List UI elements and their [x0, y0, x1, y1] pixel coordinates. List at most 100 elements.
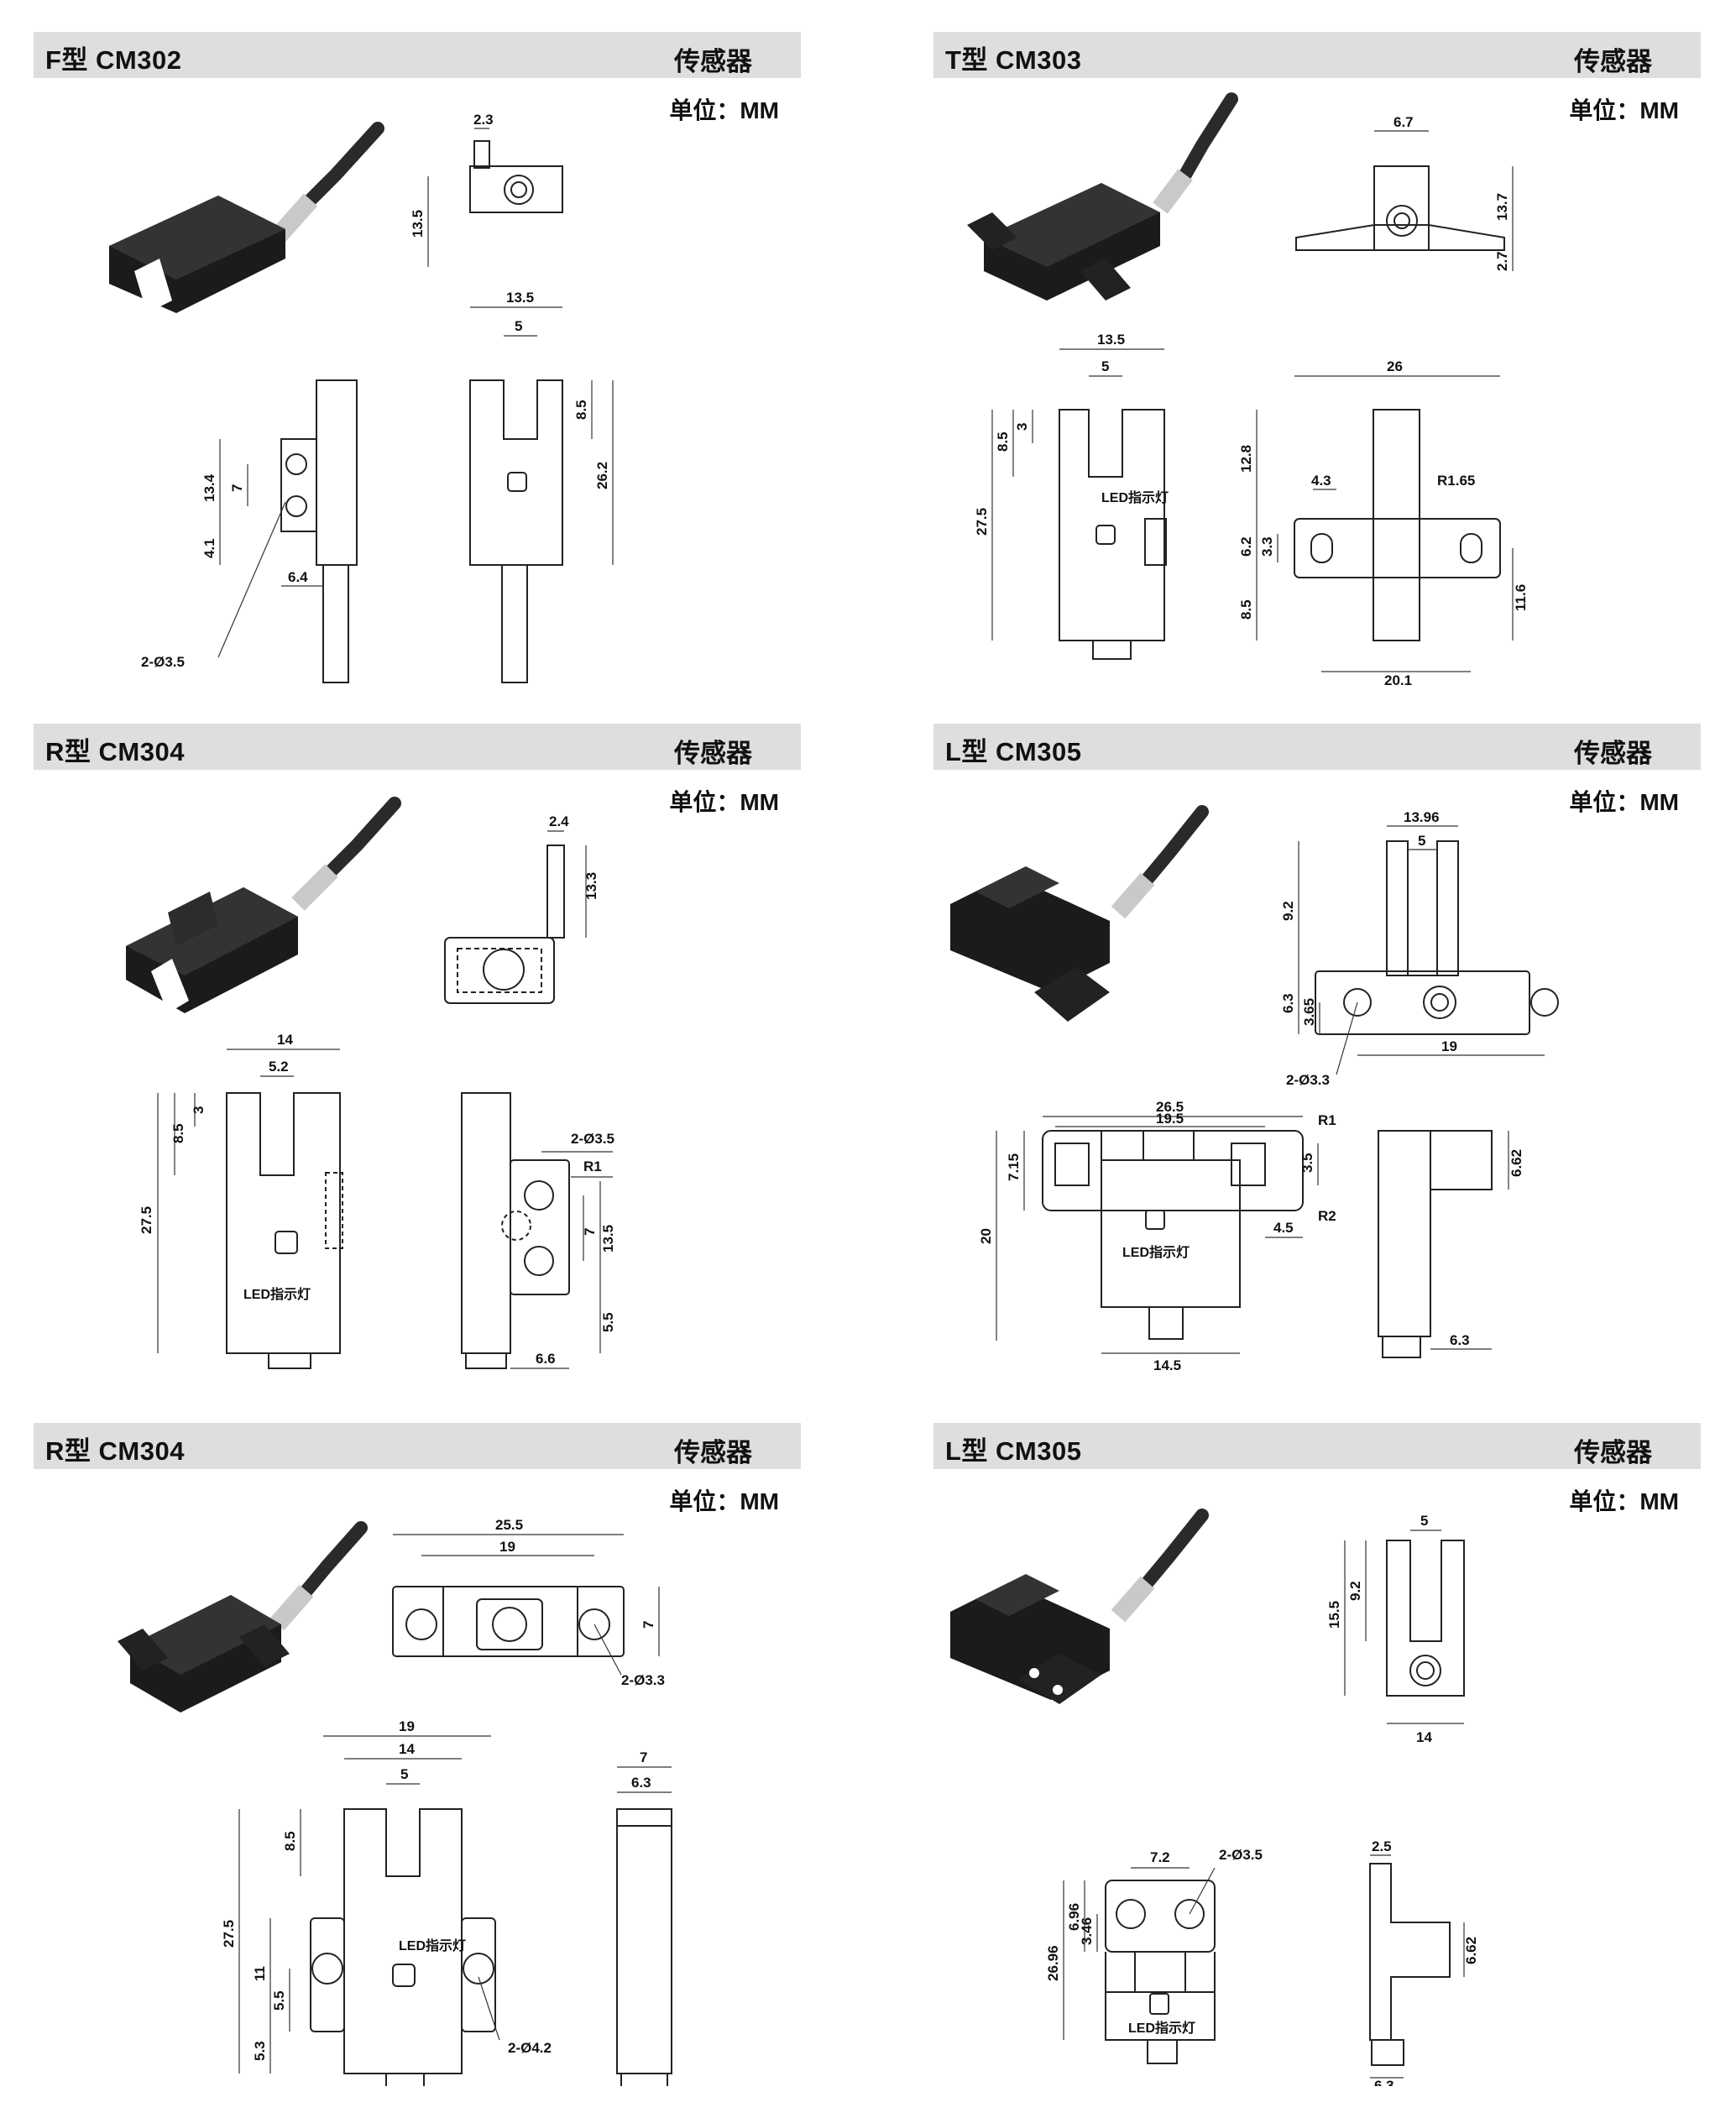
dim-label: 3.5	[1299, 1153, 1315, 1173]
dimension-labels: 6.7 13.7 2.7 13.5 5 8.5 3 27.5 26 12.8 4…	[974, 114, 1529, 688]
dim-label: 8.5	[1238, 599, 1254, 620]
panel-header: L型 CM305 传感器	[933, 724, 1701, 770]
dim-label: 5.3	[252, 2041, 268, 2061]
sensor-drawing: 6.7 13.7 2.7 13.5 5 8.5 3 27.5 26 12.8 4…	[967, 92, 1529, 688]
front-view	[469, 379, 563, 683]
dim-label: 13.3	[583, 872, 599, 900]
front-view	[226, 1092, 343, 1369]
dim-label: 6.7	[1394, 114, 1414, 130]
dim-label: 2-Ø4.2	[508, 2040, 552, 2056]
dim-label: 27.5	[974, 508, 990, 536]
dim-label: 6.62	[1463, 1937, 1479, 1964]
dim-label: 11	[252, 1966, 268, 1981]
dim-label: 14	[1416, 1729, 1432, 1745]
dim-label: 15.5	[1326, 1601, 1342, 1629]
panel-t-cm303: T型 CM303 传感器 单位：MM	[933, 32, 1701, 695]
led-label: LED指示灯	[1101, 489, 1169, 505]
dimension-labels: 2.4 13.3 14 5.2 8.5 3 27.5 2-Ø3.5 R1 7 1…	[139, 813, 616, 1367]
dim-label: 13.4	[201, 473, 217, 502]
front-view	[310, 1808, 496, 2086]
sensor-drawing: 2.4 13.3 14 5.2 8.5 3 27.5 2-Ø3.5 R1 7 1…	[126, 797, 616, 1369]
led-label: LED指示灯	[243, 1286, 311, 1302]
panel-category: 传感器	[674, 1438, 752, 1467]
panel-l-cm305-a: L型 CM305 传感器 单位：MM	[933, 724, 1701, 1387]
dim-label: 13.96	[1404, 809, 1440, 825]
panel-title: L型 CM305	[945, 1436, 1082, 1466]
panel-title: L型 CM305	[945, 737, 1082, 766]
dim-label: 2-Ø3.3	[621, 1672, 665, 1688]
product-photo	[118, 1521, 368, 1713]
dim-label: 9.2	[1280, 901, 1296, 921]
dimension-labels: 5 15.5 9.2 14 7.2 2-Ø3.5 6.96 3.46 26.96…	[1045, 1513, 1479, 2086]
dim-label: 3.3	[1259, 536, 1275, 557]
panel-l-cm305-b: L型 CM305 传感器 单位：MM	[933, 1423, 1701, 2086]
dim-label: 26.96	[1045, 1945, 1061, 1981]
product-photo	[950, 805, 1209, 1022]
unit-label: 单位：MM	[669, 789, 779, 815]
panel-title: R型 CM304	[45, 737, 185, 766]
panel-header: T型 CM303 传感器	[933, 32, 1701, 78]
dimension-lines	[991, 130, 1514, 672]
dim-label: 2.3	[473, 112, 494, 128]
dim-label: 7	[640, 1749, 647, 1765]
panel-header: L型 CM305 传感器	[933, 1423, 1701, 1469]
panel-f-cm302: F型 CM302 传感器 单位：MM	[34, 32, 801, 695]
panel-category: 传感器	[1574, 47, 1652, 76]
unit-label: 单位：MM	[1569, 789, 1679, 815]
dimension-lines	[238, 1534, 672, 2074]
panel-title: F型 CM302	[45, 45, 182, 75]
dim-label: 13.7	[1494, 193, 1510, 221]
dim-label: 5	[1418, 833, 1425, 849]
dim-label: 13.5	[1097, 332, 1125, 348]
side-view	[280, 379, 358, 683]
dim-label: 14.5	[1153, 1357, 1181, 1373]
dim-label: 11.6	[1513, 584, 1529, 611]
dimension-labels: 13.96 5 9.2 6.3 3.65 2-Ø3.3 19 26.5 19.5…	[978, 809, 1524, 1373]
panel-title: R型 CM304	[45, 1436, 185, 1466]
dim-label: 27.5	[221, 1920, 237, 1948]
side-view	[1378, 1130, 1493, 1358]
sensor-drawing: 2.3 13.5 13.5 5 8.5 26.2 13.4 7 4.1 6.4 …	[109, 112, 614, 683]
dim-label: 8.5	[573, 400, 589, 420]
dim-label: 8.5	[170, 1123, 186, 1143]
dim-label: 19	[499, 1539, 515, 1555]
dim-label: 6.2	[1238, 536, 1254, 557]
dim-label: 2.7	[1494, 251, 1510, 271]
dim-label: 3.46	[1079, 1917, 1095, 1945]
top-view	[1315, 840, 1559, 1035]
dim-label: R1	[1318, 1112, 1336, 1128]
dim-label: 2-Ø3.5	[1219, 1847, 1263, 1863]
dim-label: 5	[400, 1766, 408, 1782]
dimension-lines	[157, 830, 613, 1369]
panel-category: 传感器	[674, 47, 752, 76]
top-view	[444, 845, 565, 1004]
dim-label: 2-Ø3.5	[141, 654, 185, 670]
side-view	[616, 1808, 672, 2086]
dim-label: R1	[583, 1158, 602, 1174]
dim-label: 5.2	[269, 1059, 289, 1075]
product-photo	[109, 122, 384, 313]
led-label: LED指示灯	[399, 1938, 466, 1953]
dim-label: 7	[641, 1621, 656, 1629]
panel-category: 传感器	[1574, 739, 1652, 768]
top-view	[469, 140, 563, 213]
panel-title: T型 CM303	[945, 45, 1082, 75]
sensor-drawing: 25.5 19 7 2-Ø3.3 19 14 5 8.5 27.5 11 5.5…	[118, 1517, 672, 2086]
dim-label: 26	[1387, 358, 1403, 374]
dimension-labels: 25.5 19 7 2-Ø3.3 19 14 5 8.5 27.5 11 5.5…	[221, 1517, 665, 2061]
dim-label: 3	[191, 1106, 207, 1114]
dimension-lines	[1063, 1530, 1465, 2079]
dim-label: 5	[1101, 358, 1109, 374]
dim-label: 8.5	[995, 431, 1011, 452]
front-view	[1105, 1880, 1216, 2064]
dim-label: 19	[399, 1718, 415, 1734]
dim-label: 2-Ø3.3	[1286, 1072, 1330, 1088]
unit-label: 单位：MM	[1569, 1488, 1679, 1514]
product-photo	[126, 797, 401, 1013]
dim-label: 3.65	[1301, 998, 1317, 1026]
dim-label: 6.4	[288, 569, 308, 585]
dim-label: 8.5	[282, 1831, 298, 1851]
dim-label: 2.5	[1372, 1838, 1392, 1854]
front-view	[1059, 409, 1167, 660]
dim-label: 26.2	[594, 462, 610, 489]
